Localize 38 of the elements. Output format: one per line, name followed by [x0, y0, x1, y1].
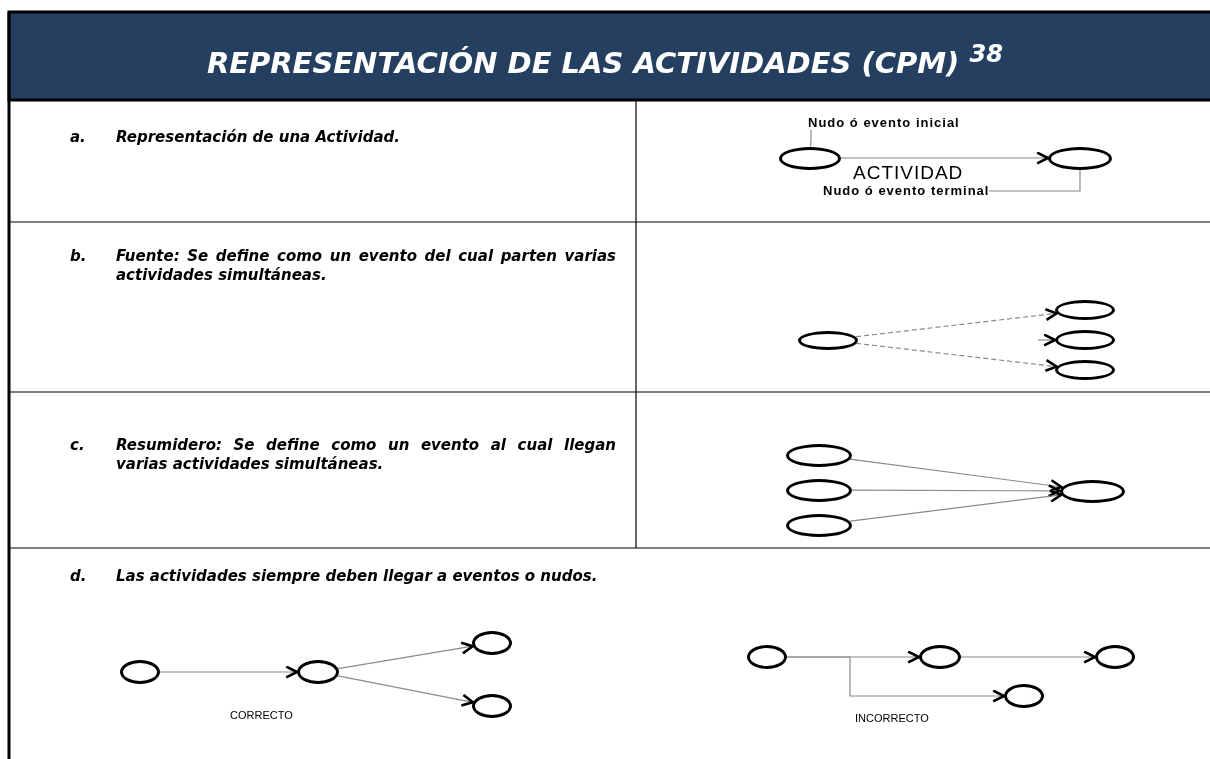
event-ellipse — [297, 660, 339, 684]
arrow — [849, 489, 1063, 522]
event-ellipse — [1004, 684, 1044, 708]
edge-label: ACTIVIDAD — [853, 163, 964, 182]
event-ellipse — [1095, 645, 1135, 669]
event-ellipse — [472, 694, 512, 718]
event-ellipse — [1055, 360, 1115, 380]
arrow — [786, 656, 1006, 703]
arrow — [855, 307, 1058, 338]
title: REPRESENTACIÓN DE LAS ACTIVIDADES (CPM) $^{38}$ — [205, 39, 1005, 81]
arrow — [337, 641, 474, 670]
event-ellipse — [1059, 479, 1125, 503]
arrow — [851, 484, 1061, 498]
arrow — [840, 151, 1050, 165]
callout-text: Nudo ó evento terminal — [823, 184, 990, 198]
event-ellipse — [919, 645, 961, 669]
event-ellipse — [120, 660, 160, 684]
arrow — [849, 458, 1063, 493]
event-ellipse — [798, 330, 858, 350]
event-ellipse — [1055, 330, 1115, 350]
event-ellipse — [786, 513, 852, 537]
list-item: c. Resumidero: Se define como un evento al cual llegan varias actividades simultáneas. — [70, 436, 616, 474]
arrow — [960, 650, 1097, 664]
list-item: a. Representación de una Actividad. — [70, 128, 401, 147]
caption-text: INCORRECTO — [855, 712, 929, 724]
caption-text: CORRECTO — [230, 709, 293, 721]
leader-line — [988, 168, 1081, 192]
arrow — [1037, 333, 1057, 347]
event-ellipse — [472, 631, 512, 655]
arrow — [855, 342, 1058, 373]
callout-text: Nudo ó evento inicial — [808, 116, 960, 130]
arrow — [337, 675, 475, 707]
list-item: b. Fuente: Se define como un evento del cual parten varias actividades simultáneas. — [70, 247, 616, 285]
event-ellipse — [747, 645, 787, 669]
event-ellipse — [1055, 300, 1115, 320]
arrow — [159, 665, 299, 679]
list-item: d. Las actividades siempre deben llegar a eventos o nudos. — [70, 567, 599, 586]
leader-line — [810, 129, 812, 148]
